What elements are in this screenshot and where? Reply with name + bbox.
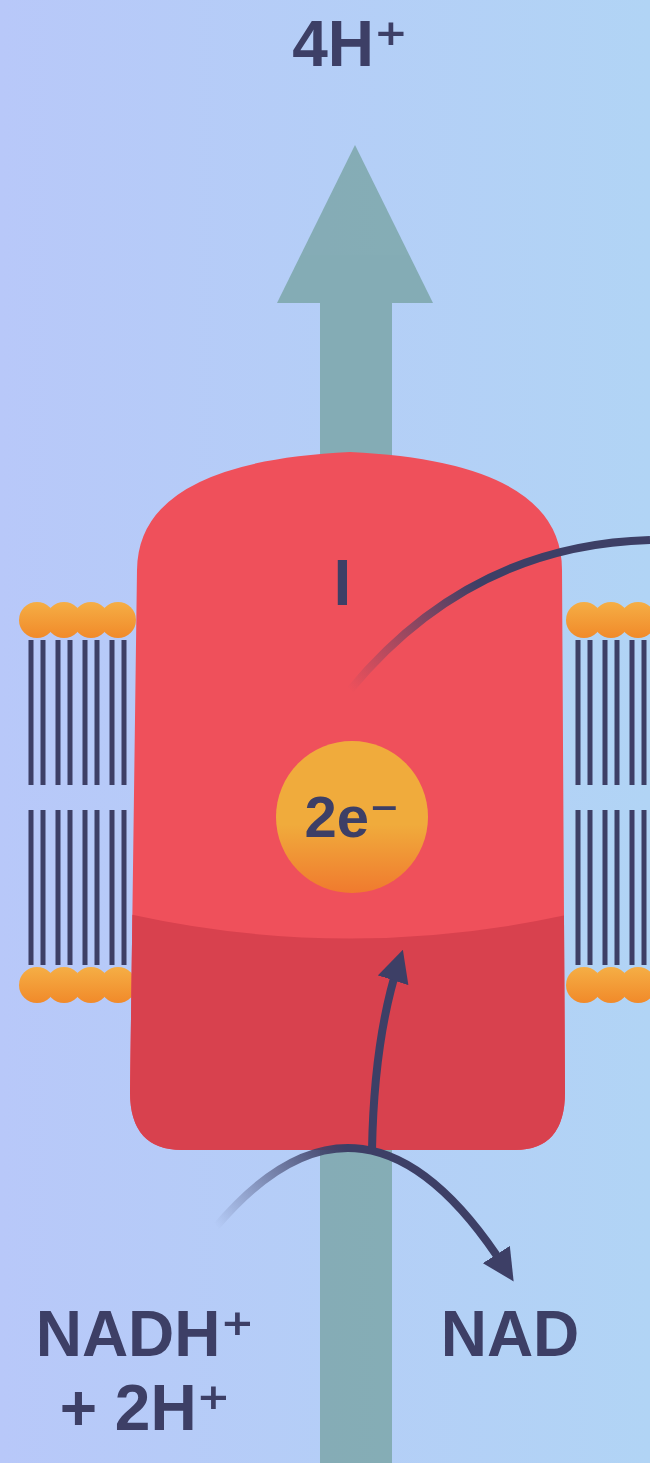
lipid-tail (630, 640, 635, 785)
electron-circle: 2e⁻ (276, 741, 428, 893)
lipid-head (620, 967, 650, 1003)
lipid-tail (603, 640, 608, 785)
lipid-tail (29, 810, 34, 965)
lipid-tail (68, 810, 73, 965)
lipid-tail (588, 810, 593, 965)
lipid-tail (95, 640, 100, 785)
nadh-arrow (215, 1148, 505, 1268)
lipid-tail (642, 640, 647, 785)
lipid-tail (603, 810, 608, 965)
lipid-tail (576, 640, 581, 785)
lipid-tail (630, 810, 635, 965)
lipid-tail (110, 640, 115, 785)
proton-arrow (277, 145, 433, 1463)
lipid-tail (56, 640, 61, 785)
lipid-tail (83, 810, 88, 965)
lipid-tail (41, 810, 46, 965)
lipid-tail (576, 810, 581, 965)
lipid-tail (83, 640, 88, 785)
lipid-tail (41, 640, 46, 785)
complex-label: I (334, 548, 352, 620)
lipid-head (100, 602, 136, 638)
lipid-head (100, 967, 136, 1003)
lipid-tail (110, 810, 115, 965)
lipid-tail (56, 810, 61, 965)
substrate-label: NADH⁺ + 2H⁺ (10, 1298, 280, 1445)
lipid-tail (615, 810, 620, 965)
proton-count: 4H⁺ (200, 8, 500, 82)
lipid-tail (122, 640, 127, 785)
lipid-tail (29, 640, 34, 785)
quinone-arrow (350, 540, 650, 690)
complex-i-protein: I 2e⁻ (130, 450, 565, 1152)
electron-arrow (372, 965, 398, 1150)
product-label: NAD (400, 1298, 620, 1372)
lipid-tail (68, 640, 73, 785)
lipid-tail (588, 640, 593, 785)
lipid-tail (95, 810, 100, 965)
lipid-tail (642, 810, 647, 965)
lipid-head (620, 602, 650, 638)
lipid-tail (615, 640, 620, 785)
lipid-tail (122, 810, 127, 965)
electron-label: 2e⁻ (304, 785, 399, 850)
